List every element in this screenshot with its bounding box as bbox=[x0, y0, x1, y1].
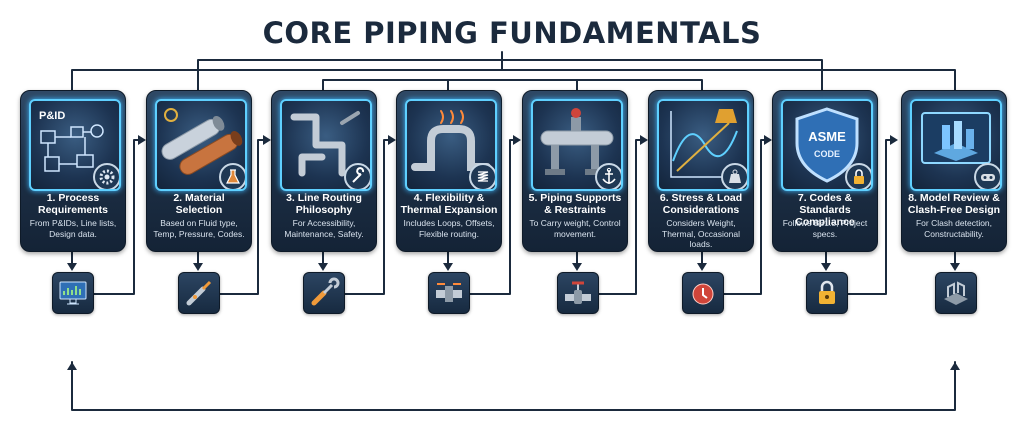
padlock-icon bbox=[845, 163, 871, 189]
step-description: Based on Fluid type, Temp, Pressure, Cod… bbox=[153, 218, 245, 239]
asme-label: ASME bbox=[808, 129, 846, 144]
step-description: For Accessibility, Maintenance, Safety. bbox=[284, 218, 364, 239]
expansion-joint-icon bbox=[428, 272, 470, 314]
monitor-chart-icon bbox=[52, 272, 94, 314]
step-description: For Clash detection, Constructability. bbox=[915, 218, 993, 239]
stress-graph-icon bbox=[657, 99, 749, 191]
expansion-loop-icon bbox=[405, 99, 497, 191]
step-card-flexibility: 4. Flexibility & Thermal Expansion Inclu… bbox=[396, 90, 502, 252]
step-card-supports: 5. Piping Supports & Restraints To Carry… bbox=[522, 90, 628, 252]
step-card-codes-standards: ASME CODE 7. Codes & Standards Complianc… bbox=[772, 90, 878, 252]
wrench-icon bbox=[303, 272, 345, 314]
step-description: Follows B31.3, Project specs. bbox=[782, 218, 868, 239]
step-card-material-selection: 2. Material Selection Based on Fluid typ… bbox=[146, 90, 252, 252]
3d-model-icon bbox=[935, 272, 977, 314]
step-title: 8. Model Review & Clash-Free Design bbox=[907, 192, 1001, 216]
step-title: 6. Stress & Load Considerations bbox=[659, 192, 743, 216]
flask-icon bbox=[219, 163, 245, 189]
step-title: 3. Line Routing Philosophy bbox=[286, 192, 362, 216]
step-title: 5. Piping Supports & Restraints bbox=[528, 192, 622, 216]
step-description: Includes Loops, Offsets, Flexible routin… bbox=[403, 218, 495, 239]
pipes-material-icon bbox=[155, 99, 247, 191]
step-card-stress-load: 6. Stress & Load Considerations Consider… bbox=[648, 90, 754, 252]
code-label: CODE bbox=[814, 149, 840, 159]
step-description: To Carry weight, Control movement. bbox=[529, 218, 621, 239]
pid-diagram-icon: P&ID bbox=[29, 99, 121, 191]
step-title: 4. Flexibility & Thermal Expansion bbox=[400, 192, 498, 216]
vr-headset-icon bbox=[974, 163, 1000, 189]
gear-icon bbox=[93, 163, 119, 189]
step-card-model-review: 8. Model Review & Clash-Free Design For … bbox=[901, 90, 1007, 252]
wrench-icon bbox=[344, 163, 370, 189]
pipe-routing-icon bbox=[280, 99, 372, 191]
spring-icon bbox=[469, 163, 495, 189]
step-description: From P&IDs, Line lists, Design data. bbox=[29, 218, 117, 239]
pipe-support-icon bbox=[531, 99, 623, 191]
step-card-process-requirements: P&ID 1. Process Requirements From P&IDs,… bbox=[20, 90, 126, 252]
weight-icon bbox=[721, 163, 747, 189]
3d-model-screen-icon bbox=[910, 99, 1002, 191]
alarm-bell-icon bbox=[682, 272, 724, 314]
pid-label: P&ID bbox=[39, 110, 65, 122]
diagram-title: CORE PIPING FUNDAMENTALS bbox=[262, 16, 762, 50]
anchor-icon bbox=[595, 163, 621, 189]
step-title: 2. Material Selection bbox=[173, 192, 225, 216]
step-card-line-routing: 3. Line Routing Philosophy For Accessibi… bbox=[271, 90, 377, 252]
step-title: 7. Codes & Standards Compliance bbox=[795, 192, 855, 228]
step-description: Considers Weight, Thermal, Occasional lo… bbox=[662, 218, 740, 249]
step-title: 1. Process Requirements bbox=[37, 192, 109, 216]
valve-icon bbox=[557, 272, 599, 314]
padlock-icon bbox=[806, 272, 848, 314]
drill-icon bbox=[178, 272, 220, 314]
asme-shield-icon: ASME CODE bbox=[781, 99, 873, 191]
